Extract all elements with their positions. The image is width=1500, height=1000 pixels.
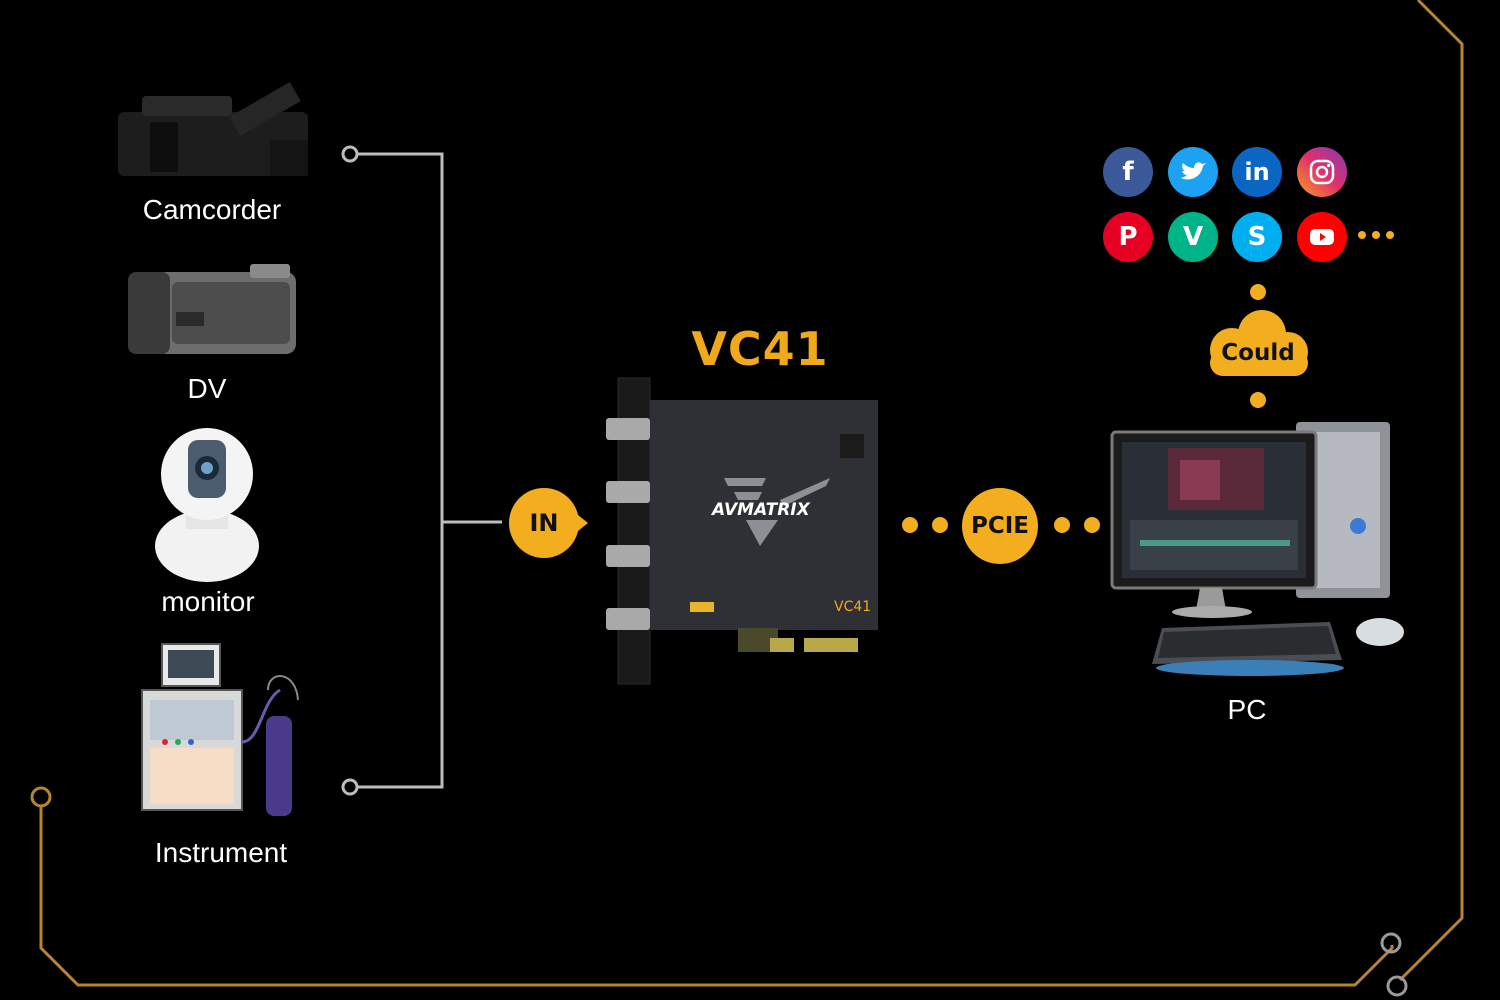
- linkedin-icon: in: [1232, 147, 1282, 197]
- more-dot: [1372, 231, 1380, 239]
- camcorder-icon: [118, 81, 308, 176]
- cloud-dot-bottom: [1250, 392, 1266, 408]
- bnc-connectors: [606, 418, 650, 630]
- pcie-badge: PCIE: [962, 488, 1038, 564]
- frame-line: [30, 0, 1464, 987]
- pc-label: PC: [1227, 694, 1267, 725]
- dv-camera-icon: [128, 264, 296, 354]
- cloud-dot-top: [1250, 284, 1266, 300]
- security-camera-icon: [155, 428, 259, 582]
- pc-illustration: [1110, 422, 1404, 676]
- more-dot: [1358, 231, 1366, 239]
- in-arrow-icon: [578, 515, 588, 531]
- camcorder-label: Camcorder: [142, 194, 282, 225]
- skype-icon: S: [1232, 212, 1282, 262]
- more-dot: [1386, 231, 1394, 239]
- instrument-icon: [141, 643, 299, 816]
- in-badge: IN: [509, 488, 579, 558]
- frame-end-circles: [1380, 932, 1408, 997]
- facebook-icon: f: [1103, 147, 1153, 197]
- capture-card: [606, 377, 878, 685]
- monitor-label: monitor: [161, 586, 255, 617]
- connector-dot: [902, 517, 918, 533]
- instrument-label: Instrument: [154, 837, 288, 868]
- connector-dot: [1054, 517, 1070, 533]
- vine-icon: V: [1168, 212, 1218, 262]
- instagram-icon: [1297, 147, 1347, 197]
- dv-label: DV: [187, 373, 227, 404]
- source-bracket: [341, 145, 502, 796]
- connector-dot: [932, 517, 948, 533]
- card-brand-text: AVMATRIX: [712, 500, 810, 520]
- pcie-badge-label: PCIE: [970, 513, 1029, 539]
- connector-dot: [1084, 517, 1100, 533]
- in-badge-label: IN: [529, 509, 559, 537]
- cloud-icon: [1210, 310, 1308, 376]
- twitter-icon: [1168, 147, 1218, 197]
- youtube-icon: [1297, 212, 1347, 262]
- card-model-text: VC41: [834, 599, 872, 615]
- device-title: VC41: [691, 322, 829, 376]
- cloud-label: Could: [1221, 340, 1295, 366]
- pinterest-icon: P: [1103, 212, 1153, 262]
